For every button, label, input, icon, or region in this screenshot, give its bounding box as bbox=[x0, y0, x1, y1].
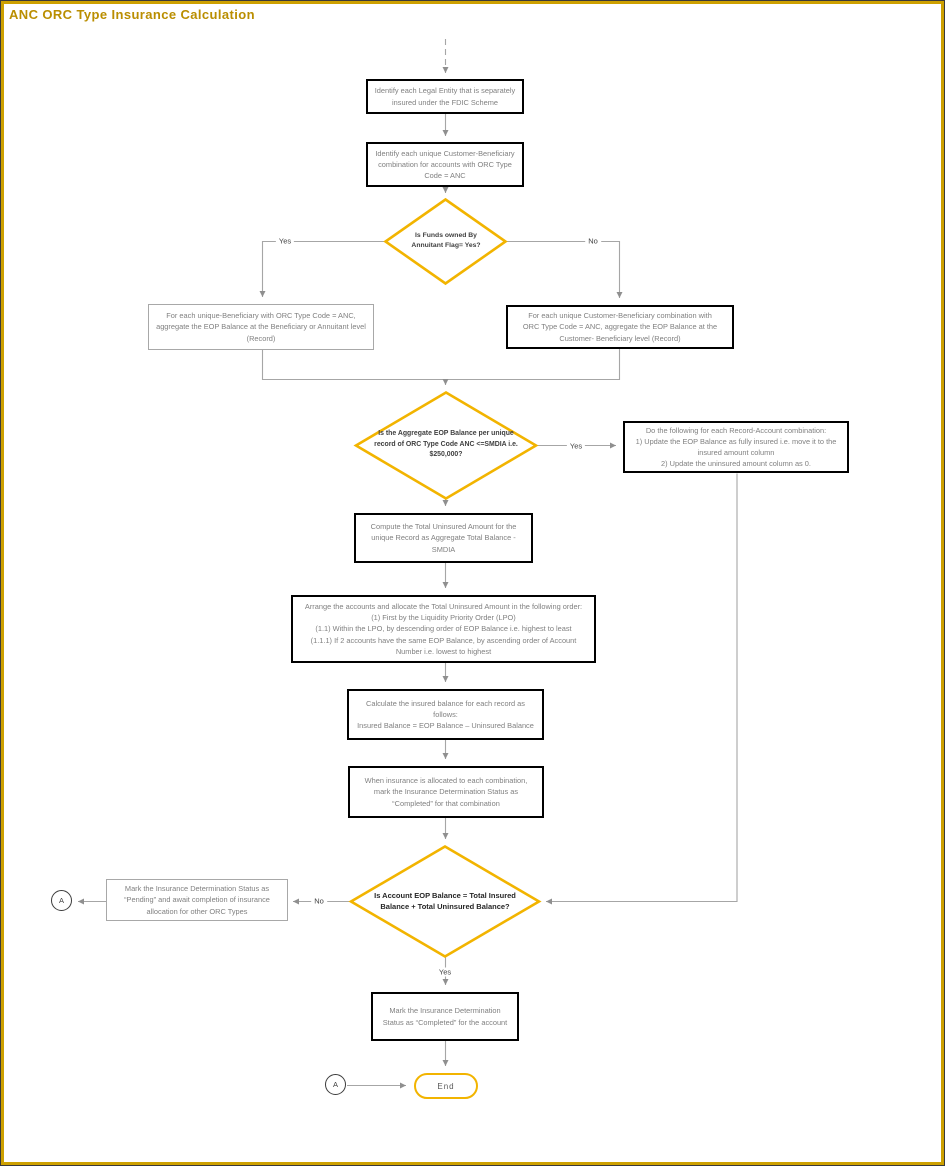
process-mark-completed-account: Mark the Insurance Determination Status … bbox=[371, 992, 519, 1041]
terminator-end: End bbox=[414, 1073, 478, 1099]
connector-funds-yes bbox=[259, 240, 385, 297]
process-identify-legal-entity: Identify each Legal Entity that is separ… bbox=[366, 79, 524, 114]
connector-merge bbox=[261, 349, 621, 381]
diamond-aggregate-smdia bbox=[353, 390, 539, 501]
decision-funds-owned-label: Is Funds owned By Annuitant Flag= Yes? bbox=[411, 231, 481, 249]
process-identify-unique-combination: Identify each unique Customer-Beneficiar… bbox=[366, 142, 524, 187]
process-aggregate-beneficiary: For each unique-Beneficiary with ORC Typ… bbox=[148, 304, 374, 350]
process-update-record-account: Do the following for each Record-Account… bbox=[623, 421, 849, 473]
page-title: ANC ORC Type Insurance Calculation bbox=[9, 7, 255, 22]
process-compute-uninsured: Compute the Total Uninsured Amount for t… bbox=[354, 513, 533, 563]
decision-aggregate-smdia-label: Is the Aggregate EOP Balance per unique … bbox=[374, 430, 518, 459]
process-aggregate-customer-beneficiary: For each unique Customer-Beneficiary com… bbox=[506, 305, 734, 349]
edge-label-yes: Yes bbox=[435, 967, 455, 977]
process-calculate-insured: Calculate the insured balance for each r… bbox=[347, 689, 544, 740]
edge-label-no: No bbox=[585, 236, 601, 246]
decision-account-eop-label: Is Account EOP Balance = Total Insured B… bbox=[374, 890, 516, 911]
edge-label-yes: Yes bbox=[275, 236, 295, 246]
process-mark-pending: Mark the Insurance Determination Status … bbox=[106, 879, 288, 921]
diamond-account-eop bbox=[348, 844, 542, 959]
edge-label-yes: Yes bbox=[566, 441, 586, 451]
process-mark-completed-combination: When insurance is allocated to each comb… bbox=[348, 766, 544, 818]
offpage-connector-a: A bbox=[325, 1074, 346, 1095]
diamond-funds-owned bbox=[383, 197, 508, 286]
offpage-connector-a: A bbox=[51, 890, 72, 911]
decision-diamonds bbox=[348, 197, 542, 959]
edge-label-no: No bbox=[311, 896, 327, 906]
connector-right-return bbox=[546, 473, 738, 905]
process-arrange-accounts: Arrange the accounts and allocate the To… bbox=[291, 595, 596, 663]
connector-funds-no bbox=[505, 240, 623, 298]
